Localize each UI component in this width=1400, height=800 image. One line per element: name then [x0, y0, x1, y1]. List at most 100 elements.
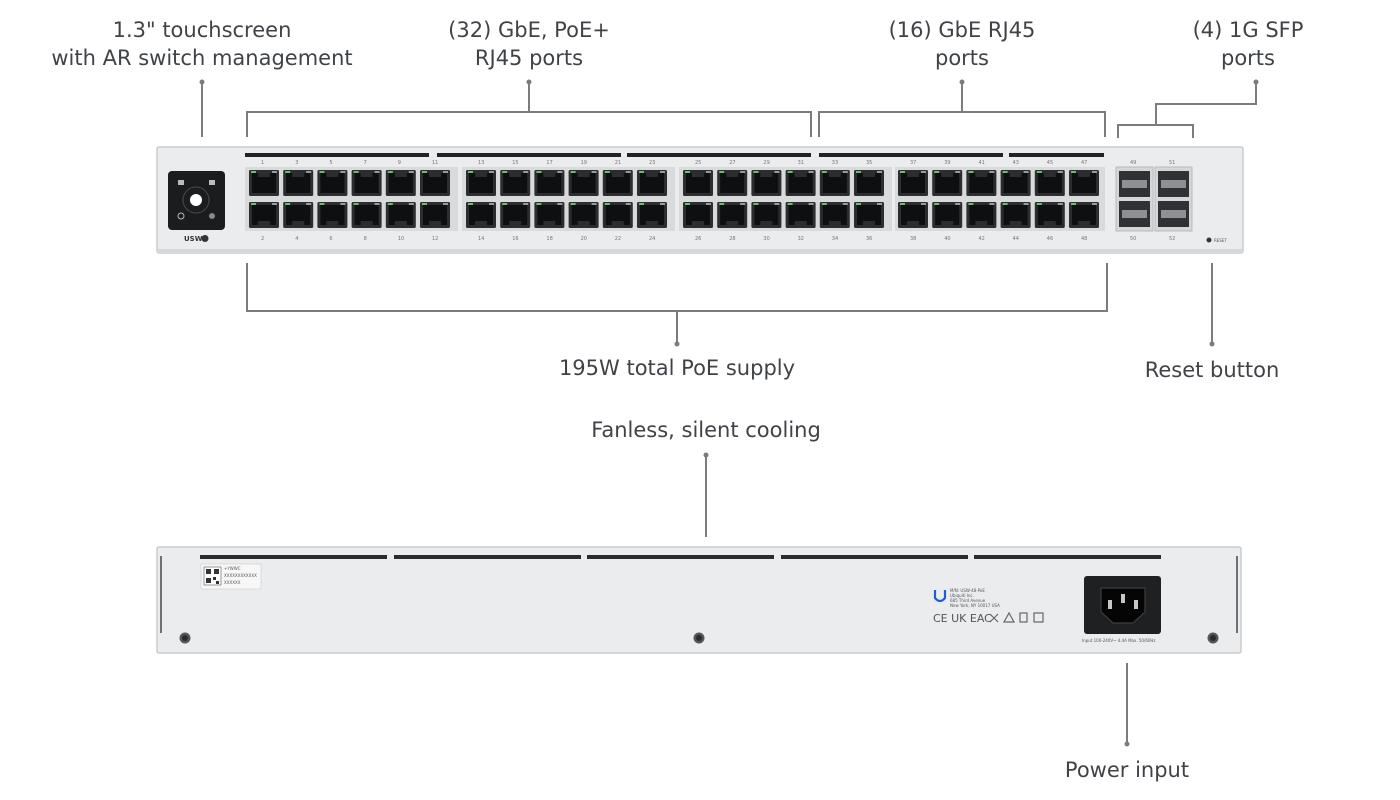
port-number-bottom: 34 [832, 236, 838, 242]
link-led [753, 203, 759, 205]
port-number-bottom: 24 [649, 236, 655, 242]
link-led [639, 171, 644, 173]
rj45-port [785, 170, 816, 196]
activity-led [1092, 203, 1097, 205]
rj45-port [1034, 170, 1065, 196]
power-input-callout: Power input [1064, 758, 1190, 782]
port-number-top: 9 [398, 160, 401, 166]
port-number-bottom: 40 [944, 236, 950, 242]
ventilation-slots [200, 555, 1161, 559]
port-number-top: 1 [261, 160, 264, 166]
sfp-number-bottom: 52 [1169, 236, 1175, 242]
link-led [787, 203, 793, 205]
port-number-bottom: 44 [1013, 236, 1019, 242]
activity-led [489, 203, 494, 205]
activity-led [557, 203, 563, 205]
port-number-bottom: 42 [978, 236, 984, 242]
activity-led [1092, 171, 1097, 173]
rj45-port [1000, 170, 1031, 196]
port-number-top: 29 [763, 160, 769, 166]
link-led [468, 171, 473, 173]
link-led [934, 171, 940, 173]
port-number-top: 35 [866, 160, 872, 166]
reset-button [1206, 237, 1212, 243]
activity-led [706, 171, 711, 173]
rj45-port [385, 202, 416, 228]
activity-led [306, 171, 312, 173]
rj45-port [534, 202, 565, 228]
port-number-bottom: 28 [729, 236, 735, 242]
serial-line-3: XXXXXX [224, 580, 241, 585]
link-led [353, 203, 359, 205]
rj45-port-grid [249, 170, 1099, 228]
sfp-number-top: 49 [1130, 160, 1136, 166]
link-led [821, 203, 827, 205]
activity-led [955, 203, 961, 205]
touchscreen-display: USW [168, 171, 225, 243]
activity-led [808, 203, 814, 205]
rj45-port [568, 202, 599, 228]
port-number-top: 3 [295, 160, 298, 166]
link-led [570, 203, 576, 205]
link-led [285, 171, 291, 173]
rj45-port [637, 170, 667, 196]
activity-led [625, 171, 631, 173]
rj45-port [602, 202, 633, 228]
port-number-bottom: 12 [432, 236, 438, 242]
activity-led [340, 171, 346, 173]
link-led [502, 203, 508, 205]
link-led [900, 171, 905, 173]
link-led [387, 171, 393, 173]
poe-supply-callout: 195W total PoE supply [558, 356, 796, 380]
port-number-bottom: 18 [546, 236, 552, 242]
rj45-port [683, 202, 713, 228]
activity-led [660, 171, 665, 173]
link-led [821, 171, 827, 173]
activity-led [443, 203, 448, 205]
link-led [1071, 203, 1076, 205]
rj45-port [854, 170, 884, 196]
touchscreen-callout: 1.3" touchscreen with AR switch manageme… [51, 16, 352, 72]
rj45-port [966, 202, 997, 228]
port-number-top: 33 [832, 160, 838, 166]
reg-line-2: Ubiquiti Inc. [950, 593, 974, 598]
rj45-port [317, 170, 348, 196]
sfp-ports-callout-line2: ports [1221, 46, 1275, 70]
ubiquiti-logo-icon [933, 590, 947, 603]
port-number-top: 13 [478, 160, 484, 166]
poe-ports-callout-line2: RJ45 ports [474, 46, 584, 70]
port-number-bottom: 16 [512, 236, 518, 242]
port-number-bottom: 36 [866, 236, 872, 242]
port-number-top: 37 [910, 160, 916, 166]
activity-led [625, 203, 631, 205]
serial-line-1: +YWWC [224, 566, 241, 571]
rj45-port [785, 202, 816, 228]
port-number-labels: 1234567891011121314151617181920212223242… [261, 160, 1175, 242]
activity-led [921, 171, 926, 173]
activity-led [340, 203, 346, 205]
rj45-port [466, 170, 496, 196]
port-number-bottom: 8 [364, 236, 367, 242]
link-led [856, 171, 861, 173]
port-number-bottom: 2 [261, 236, 264, 242]
serial-label: +YWWC XXXXXXXXXXXX XXXXXX [200, 563, 262, 590]
port-number-top: 7 [364, 160, 367, 166]
link-led [502, 171, 508, 173]
rj45-port [249, 170, 279, 196]
link-led [900, 203, 905, 205]
link-led [1071, 171, 1076, 173]
rj45-port [500, 202, 531, 228]
link-led [604, 203, 610, 205]
link-led [285, 203, 291, 205]
link-led [570, 171, 576, 173]
activity-led [557, 171, 563, 173]
sfp-ports-callout: (4) 1G SFP ports [1193, 16, 1304, 72]
link-led [353, 171, 359, 173]
port-number-top: 19 [581, 160, 587, 166]
activity-led [706, 203, 711, 205]
rj45-port [420, 202, 450, 228]
rj45-port [351, 170, 382, 196]
rj45-port [500, 170, 531, 196]
link-led [319, 203, 325, 205]
power-inlet: Input 100-240V~ 4.4A Max. 50/60Hz [1082, 576, 1161, 643]
